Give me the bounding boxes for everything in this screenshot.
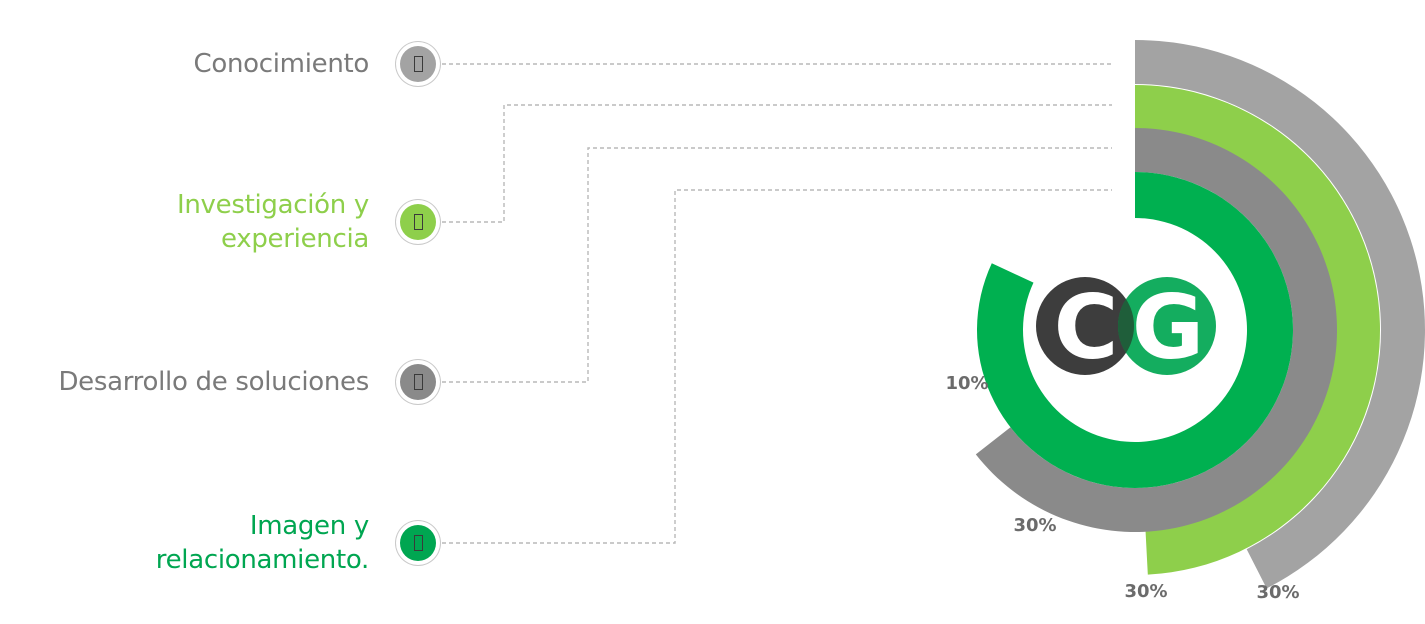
logo-overlap — [1118, 299, 1134, 353]
radial-arcs — [975, 40, 1425, 589]
bullet-core — [400, 204, 436, 240]
logo-circle-c — [1036, 277, 1134, 375]
value-label-3: 30% — [1013, 515, 1056, 536]
connector-lines — [442, 63, 1112, 544]
box-icon — [413, 374, 423, 390]
legend-bullet-1 — [396, 42, 440, 86]
connector-line-3 — [442, 147, 1112, 383]
legend-label-3: Desarrollo de soluciones — [58, 365, 369, 399]
legend-label-line: relacionamiento. — [155, 545, 370, 575]
legend-bullet-3 — [396, 360, 440, 404]
logo-letter-c: C — [1054, 276, 1119, 379]
value-labels: 30% 30% 30% 10% — [945, 373, 1299, 603]
value-label-4: 10% — [945, 373, 988, 394]
box-icon — [413, 214, 423, 230]
value-label-2: 30% — [1124, 581, 1167, 602]
cg-logo: C G — [1036, 276, 1216, 379]
value-label-1: 30% — [1256, 582, 1299, 603]
legend-bullet-2 — [396, 200, 440, 244]
legend-label-4: Imagen y relacionamiento. — [155, 509, 370, 577]
box-icon — [413, 535, 423, 551]
legend-bullet-4 — [396, 521, 440, 565]
bullet-core — [400, 46, 436, 82]
connector-line-4 — [442, 189, 1112, 544]
arc-2 — [1135, 85, 1380, 575]
legend-label-1: Conocimiento — [194, 47, 370, 81]
legend-label-line: Conocimiento — [193, 49, 370, 79]
bullet-core — [400, 525, 436, 561]
legend-label-line: Imagen y — [249, 511, 369, 541]
bullet-core — [400, 364, 436, 400]
logo-circle-g — [1118, 277, 1216, 375]
arc-1 — [1135, 40, 1425, 589]
logo-letter-g: G — [1132, 276, 1204, 379]
legend-label-line: Desarrollo de soluciones — [58, 367, 369, 397]
legend-label-line: Investigación y — [177, 190, 369, 220]
legend-label-2: Investigación y experiencia — [177, 188, 369, 256]
box-icon — [413, 56, 423, 72]
legend-label-line: experiencia — [221, 224, 369, 254]
connector-line-2 — [442, 104, 1112, 223]
